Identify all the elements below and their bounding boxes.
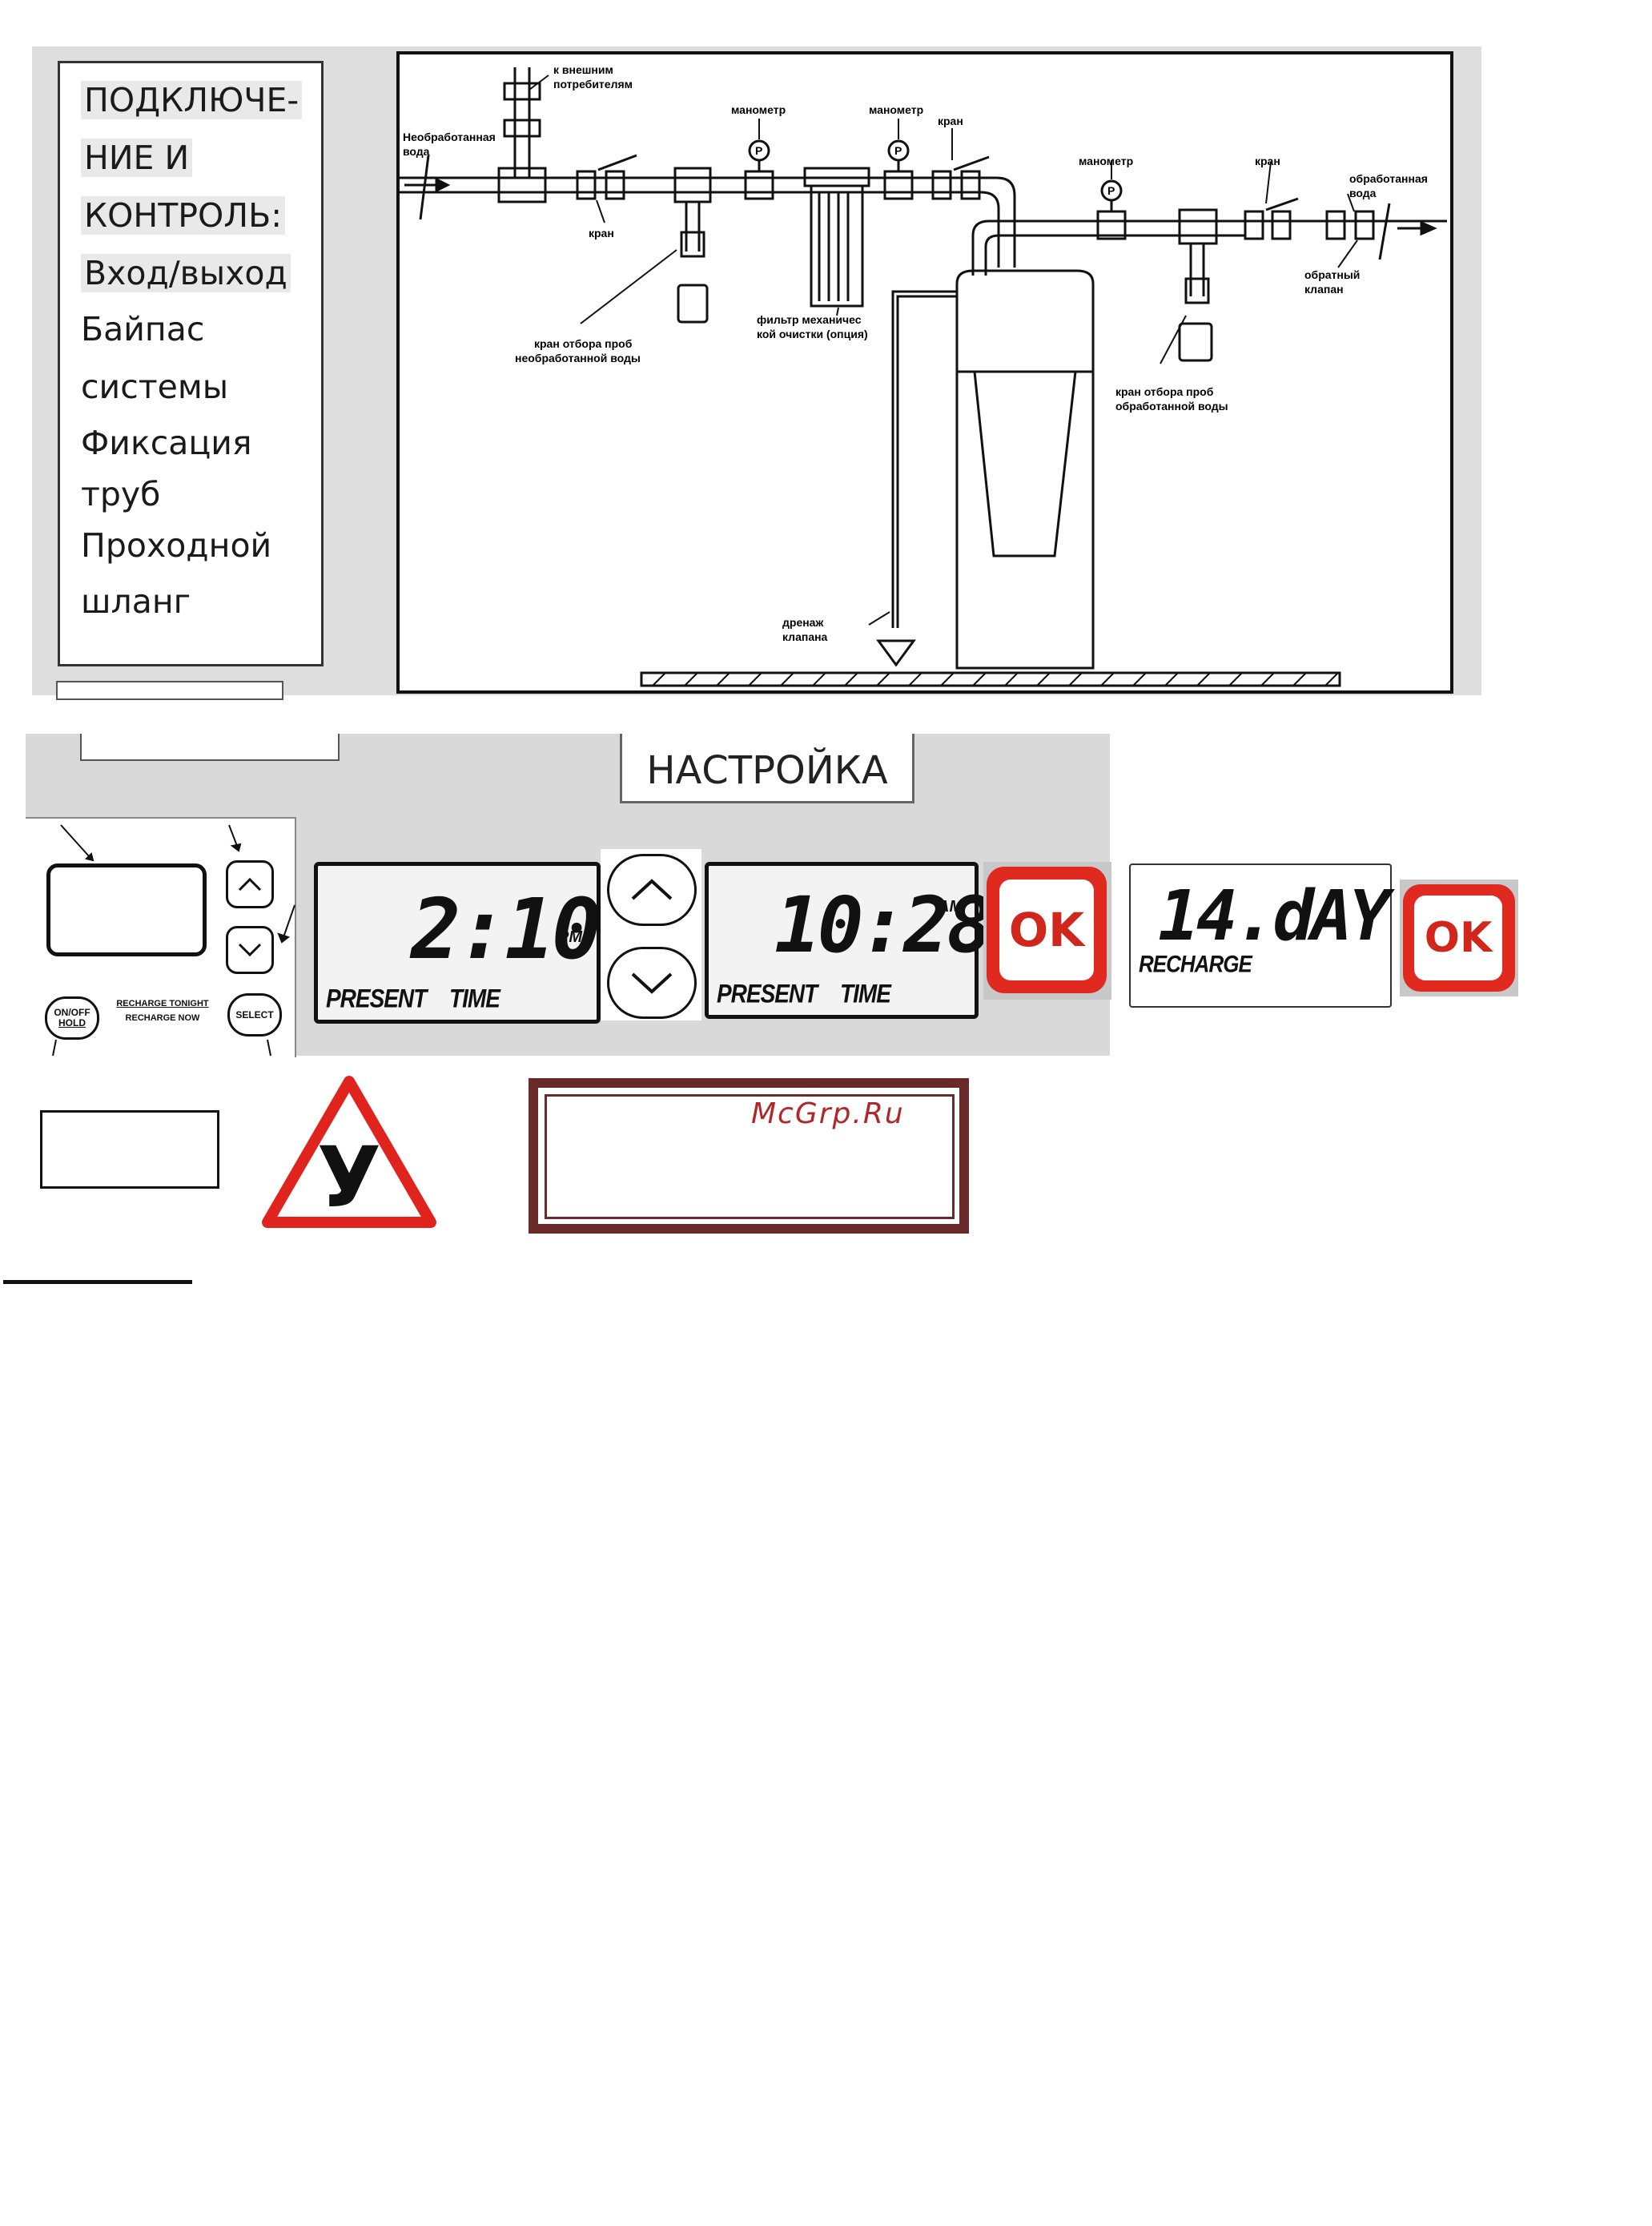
label-treated-water-2: вода <box>1349 187 1377 199</box>
lcd-present-time-pm: 2:10 PM PRESENT TIME <box>314 862 601 1024</box>
label-external-consumers-1: к внешним <box>553 63 613 76</box>
up-arrow-button[interactable] <box>607 854 697 926</box>
label-raw-water-1: Необработанная <box>403 131 496 143</box>
sign-letter: У <box>317 1129 381 1226</box>
setup-title-box: НАСТРОЙКА <box>620 734 914 803</box>
lcd-recharge-days: 14.dAY RECHARGE <box>1129 863 1392 1008</box>
lcd-ampm: PM <box>558 928 582 946</box>
list-line: КОНТРОЛЬ: <box>81 196 286 235</box>
select-button[interactable]: SELECT <box>227 993 282 1037</box>
label-external-consumers-2: потребителям <box>553 78 633 91</box>
label-gauge-1: манометр <box>731 103 786 116</box>
decorative-frame-border <box>545 1094 955 1219</box>
label-drain-1: дренаж <box>782 616 824 629</box>
label-treated-sample-tap-2: обработанной воды <box>1115 400 1228 413</box>
down-arrow-button[interactable] <box>607 947 697 1019</box>
list-line: системы <box>81 368 229 406</box>
label-raw-water-2: вода <box>403 145 430 158</box>
ok-button-2[interactable]: OK <box>1400 880 1518 996</box>
label-treated-water-1: обработанная <box>1349 172 1428 185</box>
lcd-ampm: AM <box>938 898 963 916</box>
label-gauge-3: манометр <box>1079 155 1133 167</box>
lcd-caption: PRESENT TIME <box>717 979 891 1008</box>
lcd-time-value: 2:10 <box>411 880 601 978</box>
list-line: НИЕ И <box>81 139 193 177</box>
gauge-letter: P <box>755 144 762 157</box>
watermark-text: McGrp.Ru <box>751 1097 905 1130</box>
label-check-valve-1: обратный <box>1304 268 1360 281</box>
recharge-now-label: RECHARGE NOW <box>125 1013 200 1023</box>
novice-driver-sign: У <box>262 1076 436 1228</box>
connection-control-list: ПОДКЛЮЧЕ- НИЕ И КОНТРОЛЬ: Вход/выход Бай… <box>58 61 324 666</box>
lcd-recharge-value: 14.dAY <box>1158 876 1391 956</box>
label-raw-sample-tap-1: кран отбора проб <box>534 337 633 350</box>
lcd-recharge-caption: RECHARGE <box>1139 949 1252 978</box>
label-treated-sample-tap-1: кран отбора проб <box>1115 385 1214 398</box>
lcd-present-time-am: 10:28 AM PRESENT TIME <box>705 862 993 1019</box>
list-line: труб <box>81 475 161 513</box>
horizontal-rule <box>3 1280 192 1284</box>
label-valve-1: кран <box>589 227 614 240</box>
panel-display <box>46 863 207 956</box>
gauge-letter: P <box>894 144 902 157</box>
list-line: шланг <box>81 582 191 621</box>
lcd-caption: PRESENT TIME <box>326 984 500 1013</box>
label-check-valve-2: клапан <box>1304 283 1344 296</box>
ok-label: OK <box>1424 914 1493 962</box>
empty-box <box>40 1110 219 1189</box>
select-label: SELECT <box>235 1008 274 1020</box>
setup-title: НАСТРОЙКА <box>646 748 888 793</box>
ok-label: OK <box>1008 903 1085 957</box>
chevron-up-icon <box>631 879 673 900</box>
panel-up-button[interactable] <box>226 860 274 908</box>
list-line: Проходной <box>81 526 272 565</box>
onoff-label: ON/OFF <box>54 1007 90 1018</box>
cropped-scan-fragment <box>56 681 283 700</box>
label-drain-2: клапана <box>782 630 828 643</box>
label-mech-filter-2: кой очистки (опция) <box>757 328 868 340</box>
label-valve-3: кран <box>1255 155 1280 167</box>
label-mech-filter-1: фильтр механичес <box>757 313 862 326</box>
recharge-tonight-label: RECHARGE TONIGHT <box>116 999 209 1008</box>
lcd-time-value: 10:28 <box>774 880 993 970</box>
list-line: ПОДКЛЮЧЕ- <box>81 81 303 119</box>
list-line: Фиксация <box>81 424 252 462</box>
list-line: Байпас <box>81 310 205 348</box>
panel-leader-arrows <box>52 824 295 1057</box>
cropped-scan-fragment <box>80 734 340 761</box>
chevron-down-icon <box>631 972 673 994</box>
label-raw-sample-tap-2: необработанной воды <box>515 352 641 364</box>
onoff-hold-button[interactable]: ON/OFF HOLD <box>45 996 99 1040</box>
plumbing-diagram: P P P к внешним потребителям Необработан… <box>396 63 1447 687</box>
ok-button[interactable]: OK <box>983 862 1111 1000</box>
chevron-down-icon <box>238 943 262 957</box>
panel-down-button[interactable] <box>226 926 274 974</box>
list-line: Вход/выход <box>81 254 291 292</box>
hold-label: HOLD <box>58 1017 86 1028</box>
label-valve-2: кран <box>938 115 963 127</box>
plumbing-diagram-frame <box>396 51 1453 694</box>
label-gauge-2: манометр <box>869 103 923 116</box>
gauge-letter: P <box>1107 184 1115 197</box>
chevron-up-icon <box>238 877 262 892</box>
recharge-labels: RECHARGE TONIGHT RECHARGE NOW <box>102 996 223 1025</box>
